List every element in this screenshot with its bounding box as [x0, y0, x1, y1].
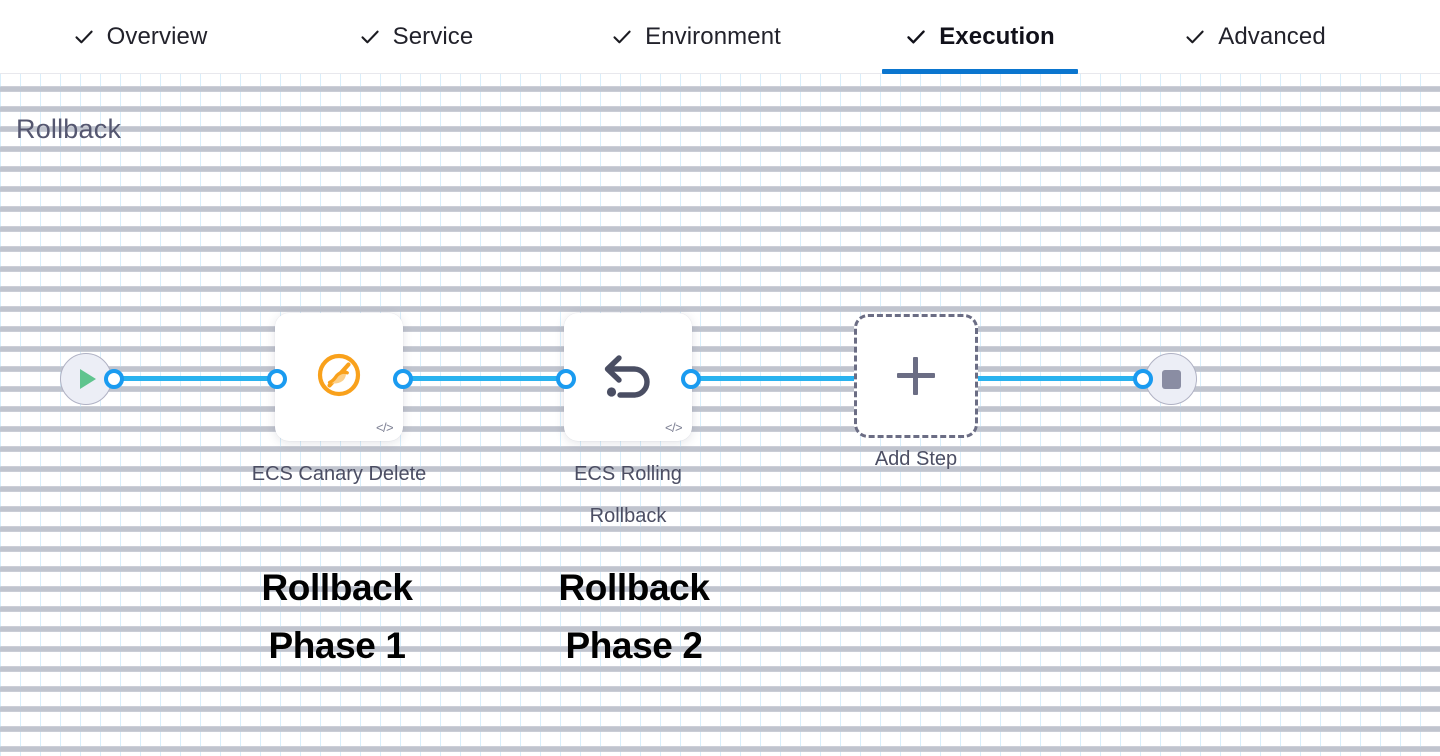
tab-advanced[interactable]: Advanced: [1152, 0, 1358, 74]
section-title-rollback: Rollback: [16, 114, 122, 144]
step-node-ecs-canary-delete[interactable]: </> ECS Canary Delete: [252, 313, 426, 485]
ecs-canary-delete-icon: [313, 349, 365, 406]
step-card[interactable]: </>: [275, 313, 403, 441]
step-label-line2: Delete: [368, 463, 427, 485]
pipeline-canvas[interactable]: Rollback: [0, 74, 1440, 756]
annotation-line2: Phase 2: [565, 625, 703, 666]
annotation-line1: Rollback: [558, 567, 710, 608]
annotation-line2: Phase 1: [268, 625, 406, 666]
check-icon: [611, 26, 633, 48]
step-label-line1: ECS Canary: [251, 463, 363, 485]
check-icon: [1184, 26, 1206, 48]
add-step-node[interactable]: Add Step: [854, 314, 978, 470]
connector-dot-step1-out[interactable]: [393, 369, 413, 389]
check-icon: [905, 26, 927, 48]
tab-advanced-label: Advanced: [1218, 22, 1326, 50]
tab-overview[interactable]: Overview: [42, 0, 238, 74]
step-label-line1: ECS Rolling: [574, 463, 682, 485]
tab-execution[interactable]: Execution: [876, 0, 1084, 74]
tab-service-label: Service: [392, 22, 474, 50]
stop-icon: [1161, 369, 1181, 389]
code-icon[interactable]: </>: [376, 420, 394, 435]
annotation-rollback-phase-2: Rollback Phase 2: [476, 559, 792, 675]
connector-dot-step1-in[interactable]: [267, 369, 287, 389]
add-step-label: Add Step: [874, 448, 958, 470]
connector-line-step1-to-step2: [402, 376, 572, 381]
check-icon: [359, 26, 381, 48]
connector-line-start-to-step1: [113, 376, 283, 381]
step-label-ecs-rolling-rollback: ECS Rolling Rollback: [536, 453, 720, 537]
play-icon: [80, 369, 96, 389]
tab-environment-label: Environment: [645, 22, 781, 50]
step-label-line2: Rollback: [589, 505, 667, 527]
stage-tab-bar: Overview Service Environment: [0, 0, 1440, 74]
tab-environment[interactable]: Environment: [584, 0, 808, 74]
add-step-button[interactable]: [854, 314, 978, 438]
step-card[interactable]: </>: [564, 313, 692, 441]
connector-dot-start-out[interactable]: [104, 369, 124, 389]
check-icon: [73, 26, 95, 48]
connector-dot-end-in[interactable]: [1133, 369, 1153, 389]
connector-dot-step2-in[interactable]: [556, 369, 576, 389]
step-label-ecs-canary-delete: ECS Canary Delete: [247, 453, 431, 495]
connector-dot-step2-out[interactable]: [681, 369, 701, 389]
plus-icon: [897, 357, 935, 395]
tab-service[interactable]: Service: [330, 0, 502, 74]
annotation-rollback-phase-1: Rollback Phase 1: [179, 559, 495, 675]
tab-execution-label: Execution: [939, 22, 1055, 50]
code-icon[interactable]: </>: [665, 420, 683, 435]
step-node-ecs-rolling-rollback[interactable]: </> ECS Rolling Rollback: [564, 313, 692, 527]
tab-overview-label: Overview: [106, 22, 208, 50]
rollback-arrow-icon: [598, 348, 658, 407]
annotation-line1: Rollback: [261, 567, 413, 608]
